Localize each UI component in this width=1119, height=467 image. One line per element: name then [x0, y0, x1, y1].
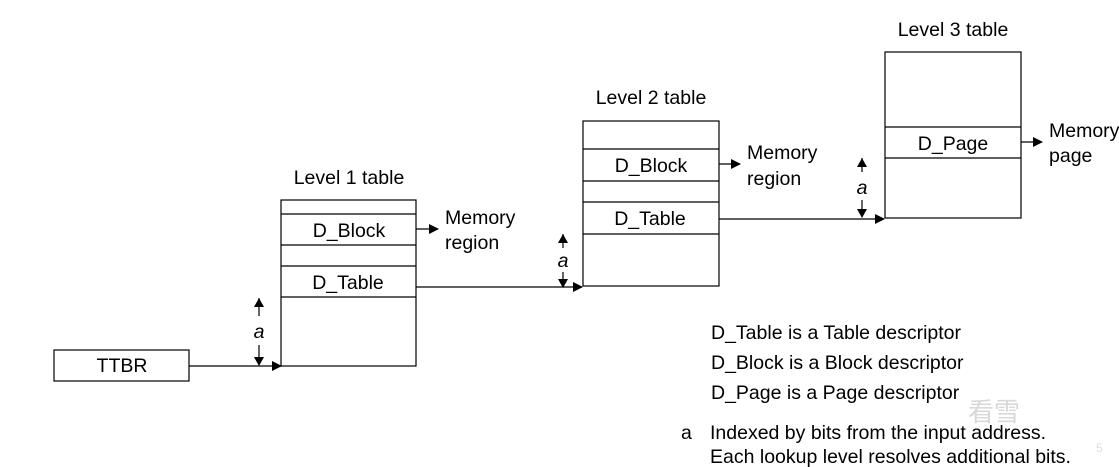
legend-page: D_Page is a Page descriptor	[711, 382, 960, 404]
watermark: 看雪 5	[968, 397, 1103, 455]
note-line2: Each lookup level resolves additional bi…	[710, 446, 1071, 467]
level2-title: Level 2 table	[596, 87, 707, 109]
level1-table: Level 1 table D_Block D_Table	[280, 167, 417, 367]
level3-page-entry: D_Page	[918, 133, 988, 155]
ttbr-register: TTBR	[53, 349, 190, 382]
index-marker-label: a	[857, 177, 868, 199]
note-line1: Indexed by bits from the input address.	[710, 422, 1046, 444]
index-marker-level2: a	[558, 234, 569, 288]
legend-table: D_Table is a Table descriptor	[711, 322, 962, 344]
level3-memory-page-line2: page	[1049, 145, 1092, 167]
index-marker-label: a	[558, 250, 569, 272]
level2-memory-region-line1: Memory	[747, 142, 818, 164]
level1-memory-region-line2: region	[445, 232, 499, 254]
index-marker-level1: a	[254, 298, 265, 366]
index-note: a Indexed by bits from the input address…	[681, 422, 1071, 467]
note-marker: a	[681, 422, 692, 444]
level2-memory-region-line2: region	[747, 168, 801, 190]
level3-title: Level 3 table	[898, 19, 1009, 41]
legend-block: D_Block is a Block descriptor	[711, 352, 964, 374]
legend: D_Table is a Table descriptor D_Block is…	[711, 322, 964, 404]
level2-block-entry: D_Block	[615, 155, 688, 177]
level1-block-entry: D_Block	[313, 220, 386, 242]
level3-memory-page-line1: Memory	[1049, 120, 1119, 142]
level1-title: Level 1 table	[294, 167, 405, 189]
index-marker-level3: a	[857, 158, 868, 218]
watermark-sub: 5	[1096, 441, 1103, 455]
level1-memory-region-line1: Memory	[445, 207, 516, 229]
level2-table: Level 2 table D_Block D_Table	[582, 87, 720, 287]
index-marker-label: a	[254, 321, 265, 343]
level1-table-entry: D_Table	[312, 272, 384, 294]
watermark-text: 看雪	[968, 397, 1020, 427]
ttbr-label: TTBR	[97, 355, 148, 377]
level2-table-entry: D_Table	[614, 208, 686, 230]
level3-table: Level 3 table D_Page	[884, 19, 1022, 219]
